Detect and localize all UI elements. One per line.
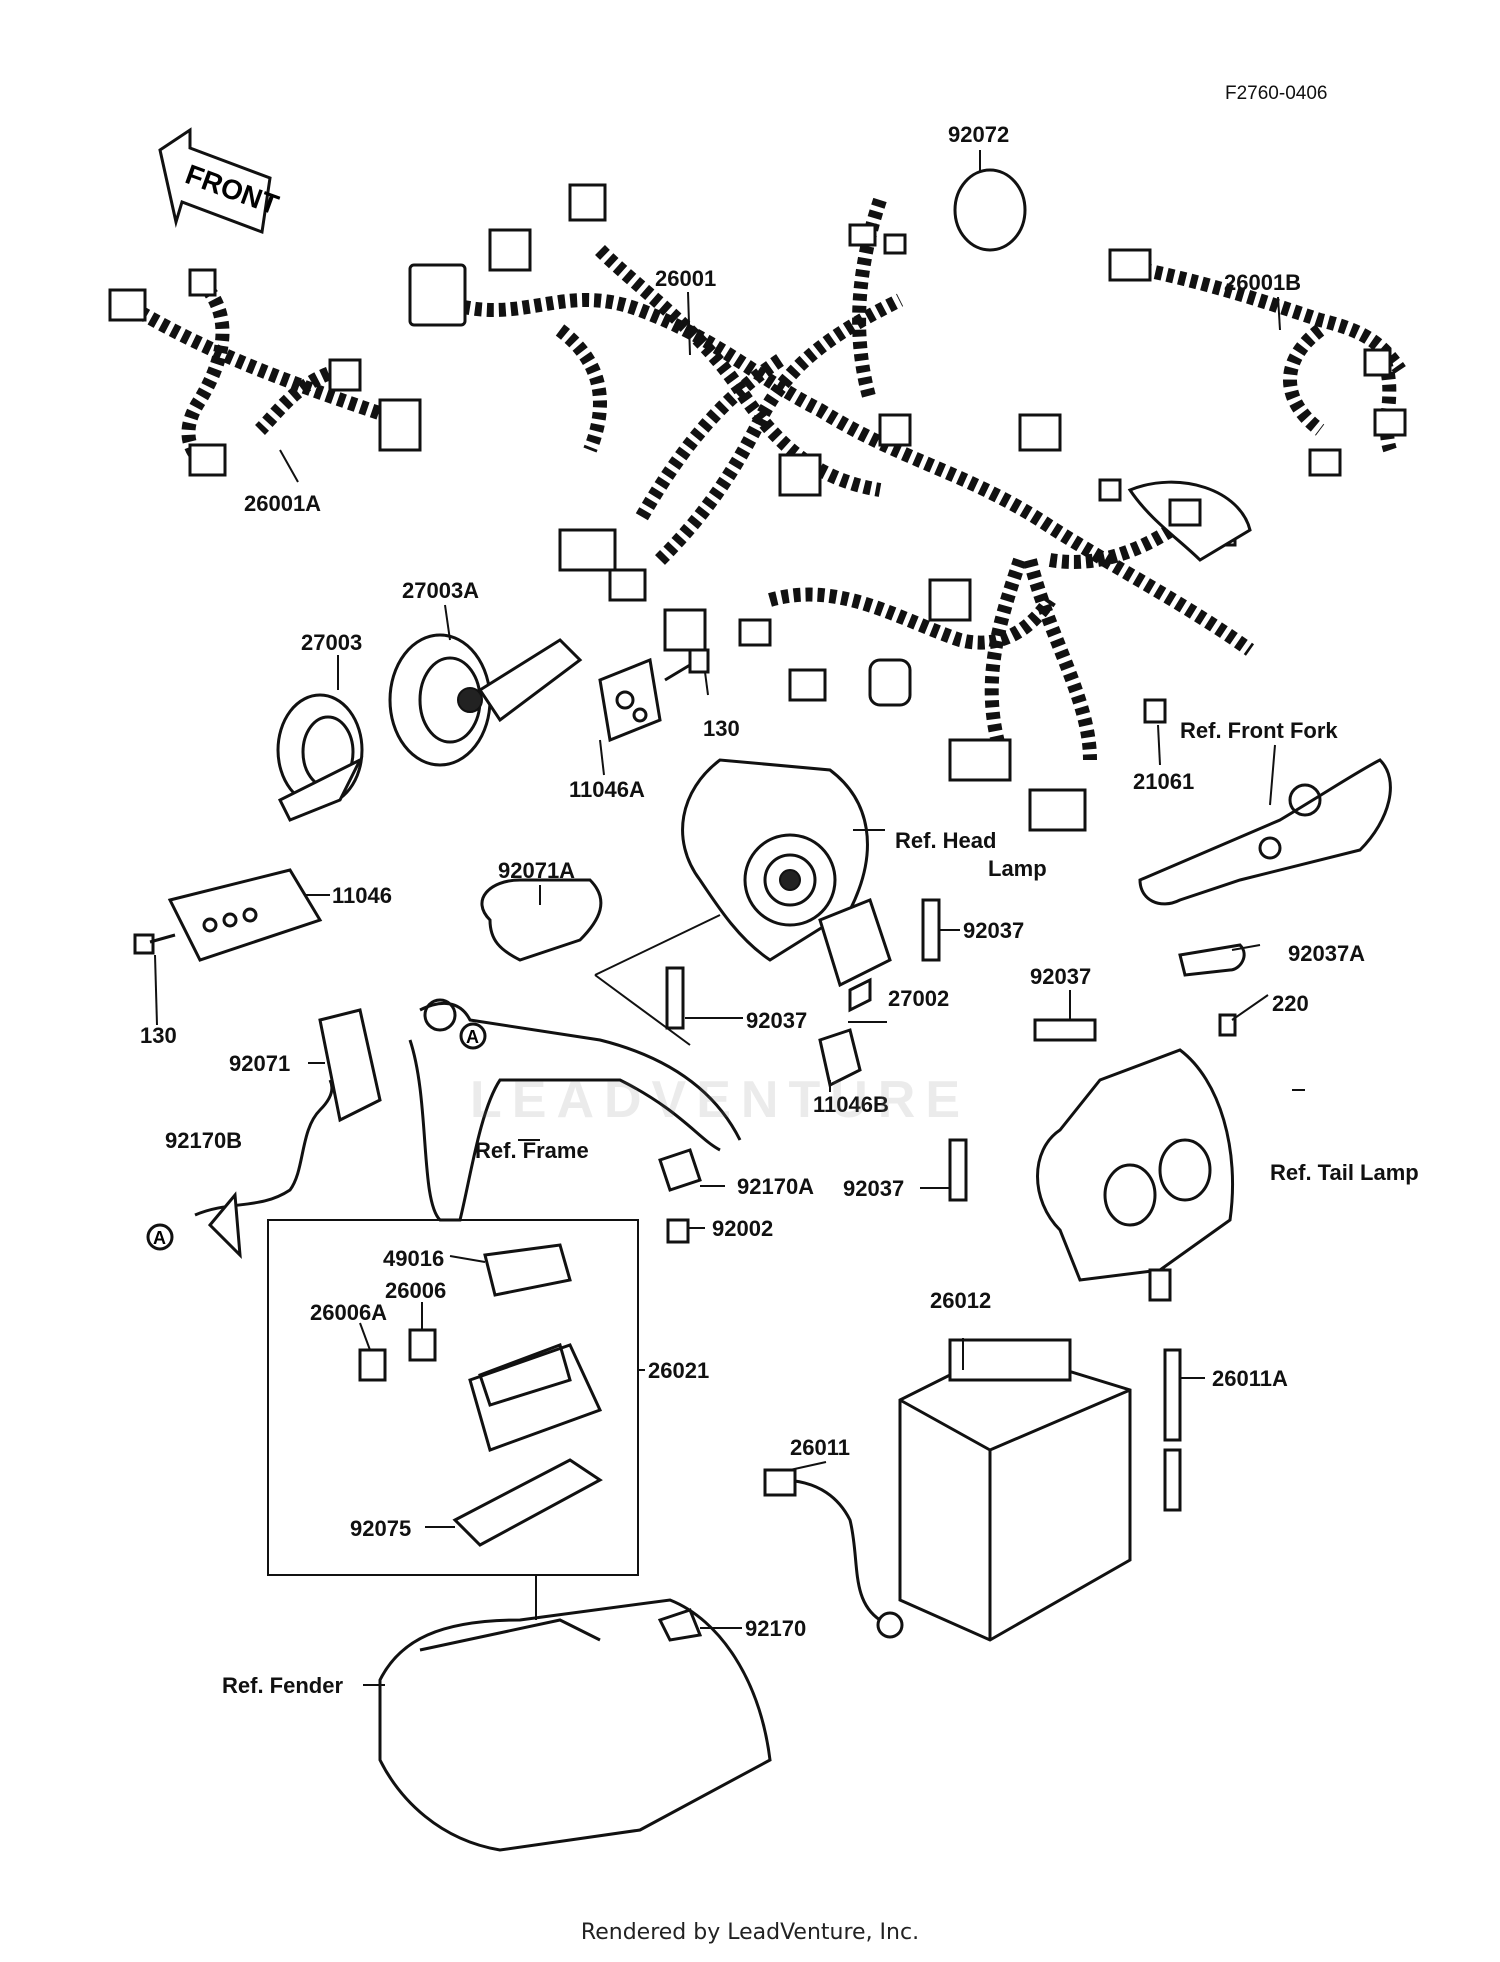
fuse-box-group-outline [267, 1219, 639, 1576]
horn-27003 [276, 693, 364, 822]
horn-27003a [388, 633, 583, 767]
fuse-26006 [408, 1328, 437, 1362]
head-lamp-assembly [681, 758, 869, 962]
part-label-92170a[interactable]: 92170A [737, 1174, 815, 1199]
part-label-26012[interactable]: 26012 [930, 1288, 992, 1313]
part-label-26011a[interactable]: 26011A [1212, 1366, 1288, 1391]
footer-credit: Rendered by LeadVenture, Inc. [580, 1920, 920, 1945]
part-label-92075[interactable]: 92075 [350, 1516, 412, 1541]
diagram-code: F2760-0406 [1225, 83, 1328, 104]
part-label-49016[interactable]: 49016 [383, 1246, 445, 1271]
strap-92037-mid [665, 966, 685, 1030]
front-arrow-icon: FRONT [158, 127, 283, 235]
part-label-26006a[interactable]: 26006A [310, 1300, 388, 1325]
part-label-92037-lower[interactable]: 92037 [843, 1176, 905, 1201]
part-label-130-upper[interactable]: 130 [703, 716, 740, 741]
part-label-92037-mid[interactable]: 92037 [746, 1008, 808, 1033]
cover-92071a [480, 878, 603, 962]
cover-92075 [452, 1458, 603, 1547]
part-label-220[interactable]: 220 [1272, 991, 1309, 1016]
part-label-92002[interactable]: 92002 [712, 1216, 774, 1241]
callout-a-frame: A [459, 1022, 487, 1050]
part-label-26001b[interactable]: 26001B [1224, 270, 1302, 295]
sub-harness-26001b [1108, 248, 1407, 477]
part-label-92071[interactable]: 92071 [229, 1051, 291, 1076]
part-label-11046b[interactable]: 11046B [813, 1092, 889, 1117]
bolt-130-upper [664, 648, 710, 682]
relay-27002 [818, 898, 892, 1013]
part-label-27003a[interactable]: 27003A [402, 578, 480, 603]
wire-92170b [194, 1079, 334, 1259]
clip-92170 [657, 1608, 703, 1642]
bolt-92002 [666, 1218, 690, 1244]
cover-92071 [318, 1008, 382, 1123]
sub-harness-26001a [108, 268, 422, 477]
clamp-band-92072 [953, 168, 1027, 252]
leader-lines [154, 150, 1305, 1686]
part-label-26001[interactable]: 26001 [655, 266, 717, 291]
frame-part [408, 998, 742, 1222]
bolt-130-lower [133, 933, 176, 955]
front-fork-bracket [1138, 758, 1392, 906]
part-label-26021[interactable]: 26021 [648, 1358, 710, 1383]
bracket-11046b [818, 1028, 862, 1088]
bolt-220 [1218, 1013, 1237, 1037]
part-label-21061[interactable]: 21061 [1133, 769, 1195, 794]
cover-49016 [483, 1243, 572, 1297]
bracket-11046 [167, 868, 323, 962]
cable-26011 [763, 1468, 904, 1639]
strap-92037-upper [921, 898, 941, 962]
switch-21061 [1143, 698, 1167, 724]
part-label-92037-upper[interactable]: 92037 [963, 918, 1025, 943]
part-label-27003[interactable]: 27003 [301, 630, 363, 655]
strap-92037-lower [948, 1138, 968, 1202]
part-label-27002[interactable]: 27002 [888, 986, 950, 1011]
cable-26011a [1148, 1268, 1182, 1512]
part-label-92170b[interactable]: 92170B [165, 1128, 243, 1153]
svg-text:A: A [466, 1027, 479, 1047]
part-label-26011[interactable]: 26011 [790, 1435, 850, 1460]
fuse-26006a [358, 1348, 387, 1382]
ref-frame[interactable]: Ref. Frame [475, 1138, 589, 1163]
part-label-26006[interactable]: 26006 [385, 1278, 447, 1303]
fuse-box-26021 [468, 1343, 603, 1452]
part-label-92170[interactable]: 92170 [745, 1616, 807, 1641]
part-label-92071a[interactable]: 92071A [498, 858, 576, 883]
part-label-92037a[interactable]: 92037A [1288, 941, 1366, 966]
ref-head-lamp-line1[interactable]: Ref. Head [895, 828, 997, 853]
svg-text:A: A [153, 1228, 166, 1248]
ref-head-lamp-line2[interactable]: Lamp [988, 856, 1047, 881]
watermark: LEADVENTURE [470, 1071, 971, 1129]
ref-front-fork[interactable]: Ref. Front Fork [1180, 718, 1338, 743]
part-label-130-lower[interactable]: 130 [140, 1023, 177, 1048]
main-wiring-harness [408, 183, 1255, 832]
rear-fender [378, 1598, 772, 1852]
part-label-26001a[interactable]: 26001A [244, 491, 322, 516]
part-label-11046a[interactable]: 11046A [569, 777, 645, 802]
bracket-11046a [598, 657, 662, 743]
tail-lamp-assembly [1036, 1048, 1234, 1282]
callout-a-left: A [146, 1223, 174, 1251]
ref-fender[interactable]: Ref. Fender [222, 1673, 344, 1698]
ref-tail-lamp[interactable]: Ref. Tail Lamp [1270, 1160, 1419, 1185]
part-label-92037-right[interactable]: 92037 [1030, 964, 1092, 989]
part-label-92072[interactable]: 92072 [948, 122, 1010, 147]
strap-92037a [1178, 943, 1246, 977]
battery-26012 [898, 1338, 1132, 1642]
strap-92037-tail [1033, 1018, 1097, 1042]
part-label-11046[interactable]: 11046 [332, 883, 392, 908]
